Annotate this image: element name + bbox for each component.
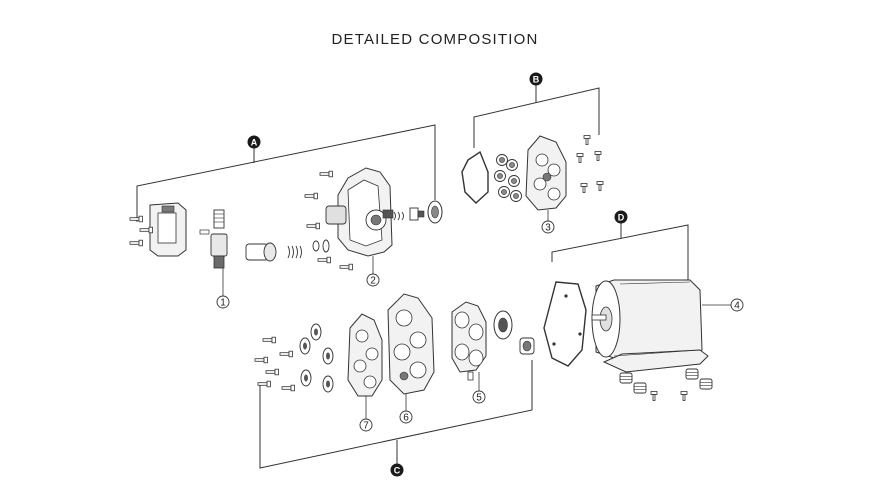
diaphragm-valves-group-c	[299, 323, 334, 393]
motor-gasket	[543, 281, 587, 367]
svg-text:4: 4	[734, 301, 740, 312]
pressure-switch	[199, 209, 228, 269]
group-c-bracket	[259, 360, 533, 469]
switch-housing	[129, 202, 187, 257]
svg-text:C: C	[394, 466, 401, 476]
group-a-badge: A	[247, 135, 261, 149]
valve-disks-group-b	[494, 154, 522, 202]
callout-2: 2	[366, 256, 380, 287]
o-ring-gasket	[461, 150, 489, 204]
svg-text:3: 3	[545, 223, 551, 234]
svg-text:7: 7	[363, 421, 369, 432]
motor	[591, 279, 703, 359]
piston-housing	[387, 293, 435, 395]
valve-plate	[525, 135, 567, 211]
callout-4: 4	[702, 298, 744, 312]
diagram-title: DETAILED COMPOSITION	[331, 31, 539, 48]
svg-text:D: D	[618, 213, 625, 223]
bypass-cap	[393, 200, 443, 224]
callout-6: 6	[399, 394, 413, 424]
svg-text:6: 6	[403, 413, 409, 424]
bearing	[493, 310, 513, 340]
svg-text:B: B	[533, 75, 540, 85]
svg-text:1: 1	[220, 298, 226, 309]
rubber-feet	[619, 368, 713, 401]
cam	[519, 337, 535, 355]
check-valve-assembly	[245, 239, 330, 262]
diaphragm	[347, 313, 383, 397]
housing-screw	[139, 226, 153, 234]
group-b-bracket	[473, 79, 600, 148]
wobble-plate	[451, 301, 487, 381]
callout-1: 1	[216, 268, 230, 309]
callout-5: 5	[472, 372, 486, 404]
callout-7: 7	[359, 396, 373, 432]
group-d-badge: D	[614, 210, 628, 224]
mounting-base	[602, 349, 709, 373]
screws-group-c	[254, 336, 295, 392]
pump-head-housing	[325, 167, 394, 257]
housing-screw	[129, 215, 143, 223]
group-c-badge: C	[390, 463, 404, 477]
group-d-bracket	[551, 217, 689, 280]
svg-text:A: A	[251, 138, 258, 148]
svg-text:5: 5	[476, 393, 482, 404]
housing-screw	[129, 239, 143, 247]
svg-text:2: 2	[370, 276, 376, 287]
bolts-group-b	[576, 135, 604, 193]
callout-3: 3	[541, 210, 555, 234]
group-b-badge: B	[529, 72, 543, 86]
